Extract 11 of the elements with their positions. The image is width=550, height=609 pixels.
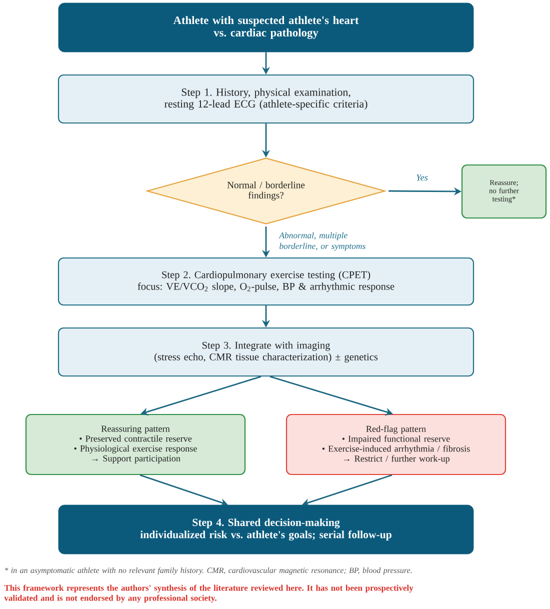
footnote: * in an asymptomatic athlete with no relevant family history. CMR, cardiovascular magnetic resonance; BP, blood pressure. [4, 567, 412, 575]
start-box: Athlete with suspected athlete's heart vs. cardiac pathology [58, 2, 474, 52]
edge-label: Abnormal, multiple borderline, or symptoms [278, 232, 366, 251]
process-box: Step 3. Integrate with imaging (stress echo, CMR tissue characterization) ± genetics [58, 327, 474, 377]
process-box: Step 2. Cardiopulmonary exercise testing (CPET) focus: VE/VCO$_{2}$ slope, O$_{2}$-pulse, BP & arrhythmic response [58, 257, 474, 306]
edge-label: Yes [416, 174, 428, 181]
disclaimer-note: This framework represents the authors' synthesis of the literature reviewed here. It has not been prospectively validated and is not endorsed by any professional society. [4, 584, 414, 603]
pattern-box: Reassuring pattern • Preserved contractile reserve • Physiological exercise response → Support participation [25, 414, 246, 476]
process-box: Step 1. History, physical examination, resting 12-lead ECG (athlete-specific criteria) [58, 74, 474, 124]
end-box: Step 4. Shared decision-making individualized risk vs. athlete's goals; serial follow-up [58, 504, 474, 554]
pattern-box: Red-flag pattern • Impaired functional reserve • Exercise-induced arrhythmia / fibrosis → Restrict / further work-up [286, 414, 506, 476]
